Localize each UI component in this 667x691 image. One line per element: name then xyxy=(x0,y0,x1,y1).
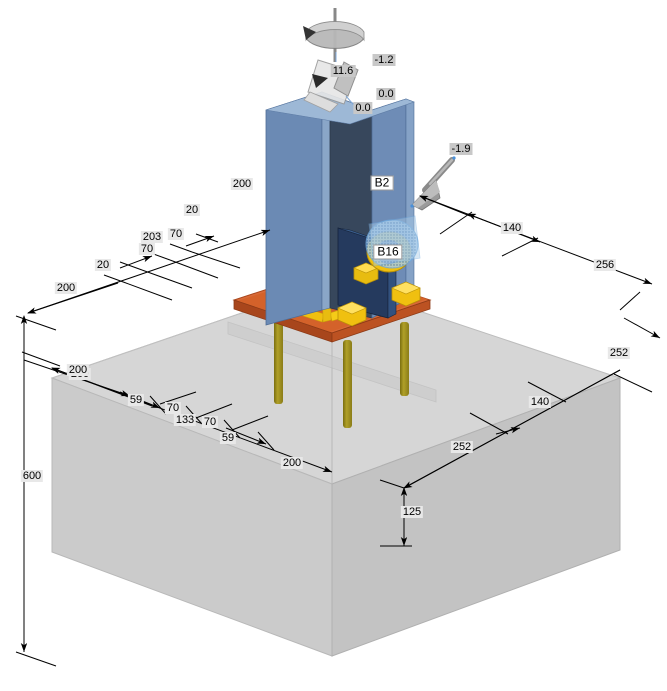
anchor-bolt-nut[interactable] xyxy=(337,301,367,327)
dimension-label: 200 xyxy=(280,457,304,469)
column-right-flange-outer xyxy=(405,98,415,301)
anchor-bolt-nut[interactable] xyxy=(391,281,421,307)
dimension-label: 133 xyxy=(173,414,197,426)
dimension-label: 252 xyxy=(607,347,631,359)
dimension-label: 70 xyxy=(201,416,219,428)
dimension-label: 70 xyxy=(167,228,185,240)
dimension-lower-right xyxy=(379,369,621,547)
dimension-label: 200 xyxy=(230,178,254,190)
force-vector-side xyxy=(410,156,456,211)
dimension-label: 59 xyxy=(127,394,145,406)
dimension-label: 70 xyxy=(164,402,182,414)
dimension-label: 20 xyxy=(183,204,201,216)
force-y-value-label: 0.0 xyxy=(376,88,396,100)
dimension-label: 200 xyxy=(54,282,78,294)
anchor-rod xyxy=(400,322,409,396)
moment-value-label: 11.6 xyxy=(330,65,356,77)
concrete-foundation-block[interactable] xyxy=(50,281,622,657)
force-x-value-label: 0.0 xyxy=(353,102,373,114)
dimension-label: 252 xyxy=(450,441,474,453)
part-label-b16[interactable]: B16 xyxy=(373,244,403,260)
dimension-label: 200 xyxy=(66,364,90,376)
dimension-label: 70 xyxy=(138,243,156,255)
moment-rotation-symbol xyxy=(303,8,365,62)
dimension-label: 203 xyxy=(140,231,164,243)
base-plate-right-edge xyxy=(331,299,431,343)
dimension-label: 59 xyxy=(219,432,237,444)
anchor-rod xyxy=(274,318,283,404)
dimension-label: 600 xyxy=(20,470,44,482)
concrete-right-face xyxy=(331,377,621,657)
dimension-label: 140 xyxy=(500,222,524,234)
dimension-label: 256 xyxy=(593,259,617,271)
part-label-b2[interactable]: B2 xyxy=(370,175,394,191)
dimension-label: 20 xyxy=(94,259,112,271)
anchor-bolt-nut[interactable] xyxy=(353,262,379,285)
column-left-flange-edge xyxy=(321,91,331,311)
force-side-value-label: -1.9 xyxy=(449,143,473,155)
dimension-upper-left xyxy=(27,229,271,314)
column-left-flange xyxy=(265,91,323,326)
dimension-label: 140 xyxy=(528,396,552,408)
force-z-value-label: -1.2 xyxy=(372,54,396,66)
anchor-rod xyxy=(343,340,352,428)
dimension-label: 125 xyxy=(400,506,424,518)
